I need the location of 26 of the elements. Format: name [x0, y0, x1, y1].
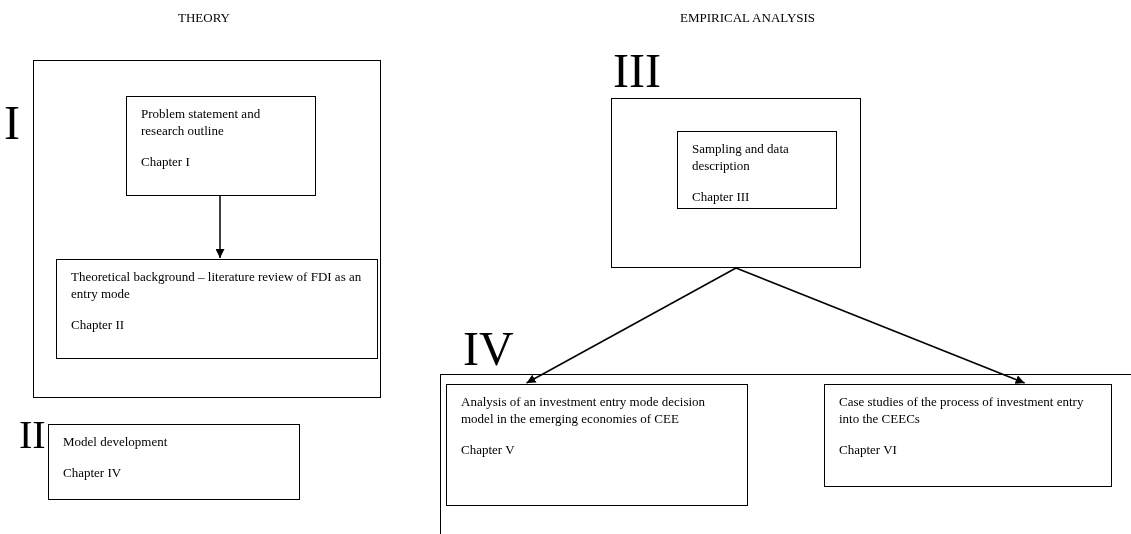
- section-numeral: IV: [463, 325, 514, 373]
- arrow: [215, 194, 225, 259]
- box-text: Sampling and data description: [692, 140, 790, 174]
- section-numeral: I: [4, 99, 20, 147]
- section-numeral: III: [613, 47, 661, 95]
- box-text: Theoretical background – literature review of FDI as an entry mode: [71, 268, 363, 302]
- chapter-label: Chapter I: [141, 153, 191, 170]
- column-heading: THEORY: [178, 9, 230, 27]
- chapter-box: [126, 96, 316, 196]
- chapter-box: [824, 384, 1112, 487]
- chapter-label: Chapter VI: [839, 441, 898, 458]
- chapter-box: [677, 131, 837, 209]
- chapter-label: Chapter II: [71, 316, 126, 333]
- arrow: [525, 267, 737, 384]
- box-text: Case studies of the process of investment entry into the CEECs: [839, 393, 1085, 427]
- column-heading: EMPIRICAL ANALYSIS: [680, 9, 816, 27]
- box-text: Model development: [63, 433, 169, 450]
- chapter-box: [446, 384, 748, 506]
- arrow: [735, 267, 1026, 384]
- chapter-box: [56, 259, 378, 359]
- section-numeral: II: [19, 415, 46, 455]
- chapter-label: Chapter IV: [63, 464, 123, 481]
- chapter-label: Chapter III: [692, 188, 751, 205]
- box-text: Analysis of an investment entry mode decision model in the emerging economies of CEE: [461, 393, 707, 427]
- box-text: Problem statement and research outline: [141, 105, 262, 139]
- chapter-label: Chapter V: [461, 441, 516, 458]
